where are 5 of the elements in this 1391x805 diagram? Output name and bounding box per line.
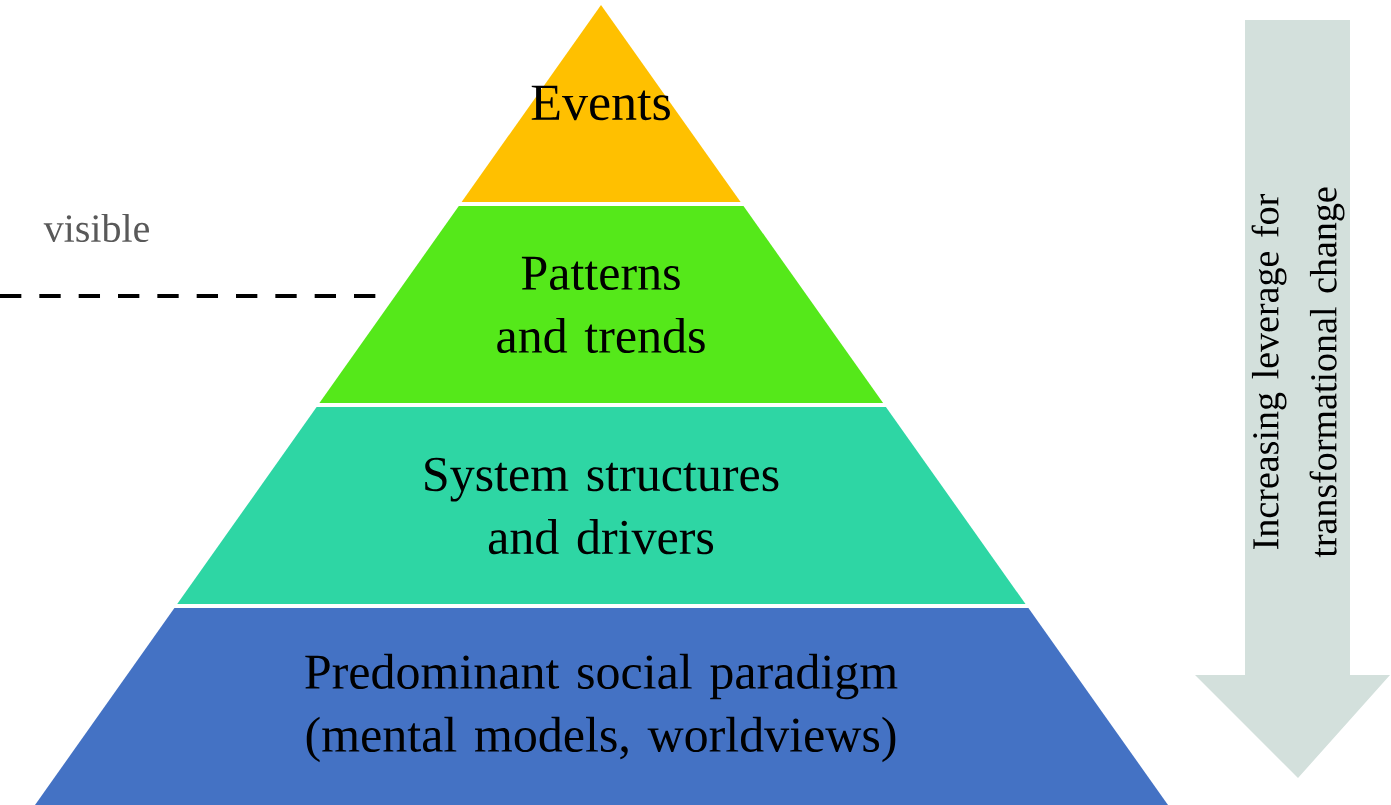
label: visible (43, 213, 149, 243)
pyramid-layer: Events (461, 5, 741, 202)
pyramid-layer: Patterns and trends (319, 206, 884, 403)
pyramid-layer: System structures and drivers (177, 407, 1026, 604)
pyramid-layer: Predominant social paradigm (mental models, worldviews) (35, 608, 1168, 805)
